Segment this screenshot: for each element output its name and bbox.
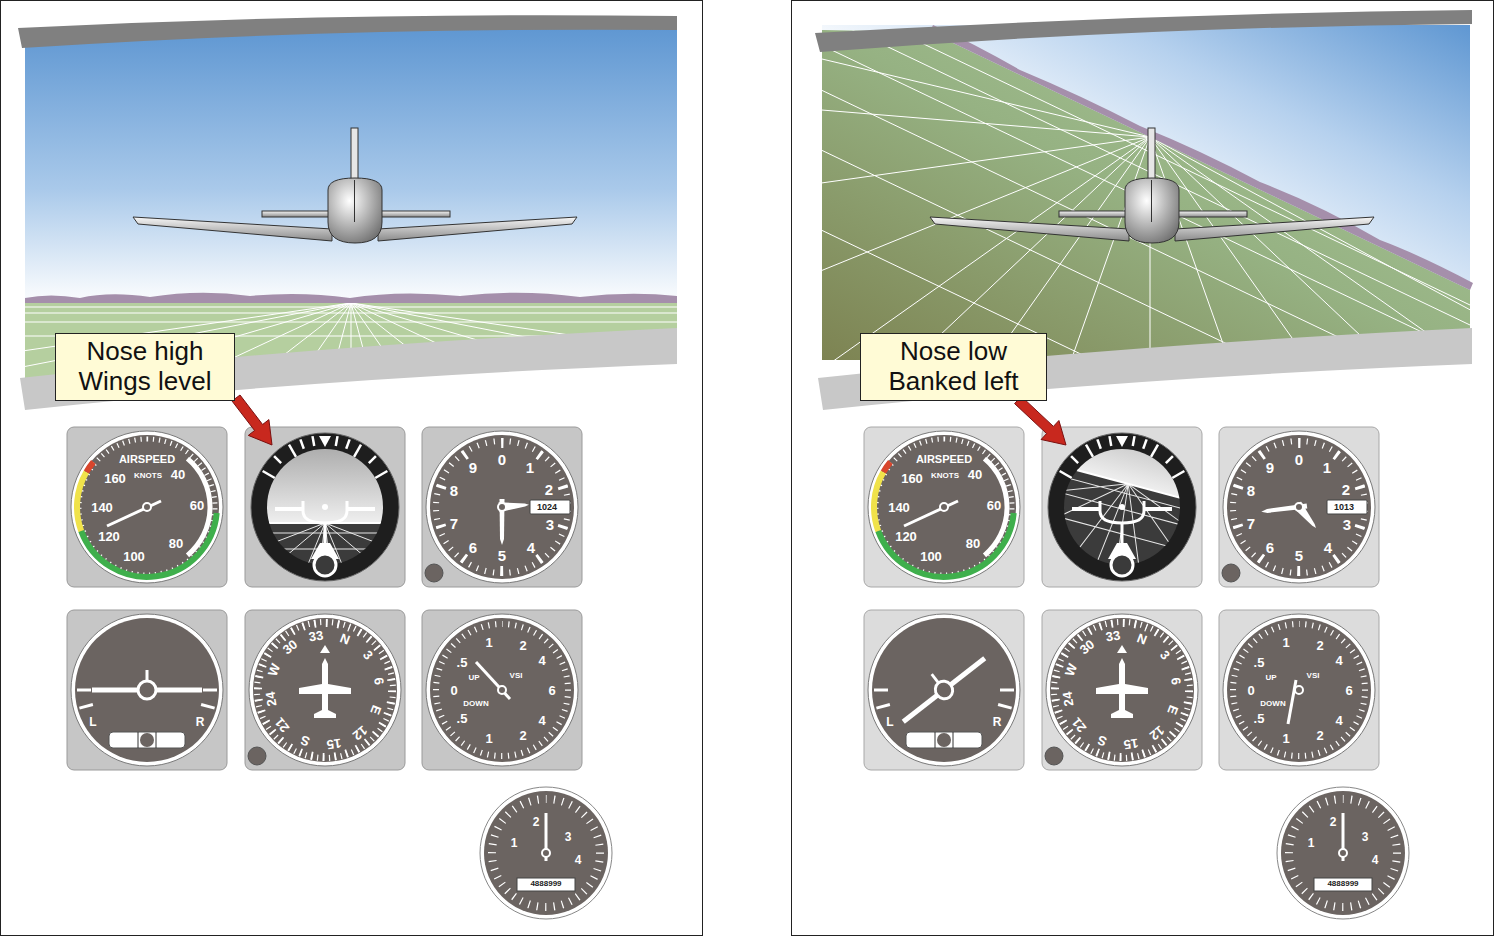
dial-numeral: 160 — [901, 472, 923, 485]
dial-numeral: 1 — [1282, 636, 1289, 649]
dial-numeral: 6 — [1345, 684, 1352, 697]
compass-card-label: 33 — [1105, 628, 1121, 643]
turn-direction-label: R — [196, 716, 205, 728]
dial-numeral: 140 — [888, 501, 910, 514]
vsi-marking: DOWN — [1260, 700, 1285, 708]
turn-direction-label: L — [89, 716, 96, 728]
vsi-marking: DOWN — [463, 700, 488, 708]
dial-numeral: 4 — [527, 540, 535, 555]
dial-numeral: 140 — [91, 501, 113, 514]
compass-card-label: 24 — [263, 690, 278, 706]
dial-numeral: 160 — [104, 472, 126, 485]
dial-numeral: 4 — [1335, 654, 1342, 667]
dial-numeral: 60 — [190, 499, 204, 512]
dial-numeral: 1 — [485, 636, 492, 649]
dial-numeral: 6 — [469, 540, 477, 555]
dial-numeral: 5 — [498, 548, 506, 563]
dial-numeral: 1 — [511, 837, 518, 849]
dial-numeral: 120 — [895, 530, 917, 543]
hour-meter-digits: 4888999 — [530, 880, 561, 888]
dial-numeral: 1 — [1308, 837, 1315, 849]
dial-numeral: 80 — [169, 537, 183, 550]
dial-numeral: 2 — [1316, 639, 1323, 652]
dial-numeral: 1 — [485, 732, 492, 745]
dial-numeral: 8 — [450, 483, 458, 498]
dial-numeral: .5 — [1254, 712, 1265, 725]
callout-text: Nose low Banked left — [871, 337, 1036, 397]
dial-numeral: 6 — [1266, 540, 1274, 555]
callout-box: Nose low Banked left — [860, 333, 1047, 401]
dial-numeral: 100 — [123, 550, 145, 563]
compass-card-label: 15 — [1122, 737, 1138, 752]
dial-numeral: 2 — [1330, 816, 1337, 828]
dial-numeral: 4 — [1335, 714, 1342, 727]
dial-numeral: 0 — [1295, 452, 1303, 467]
dial-numeral: .5 — [457, 656, 468, 669]
dial-numeral: 8 — [1247, 483, 1255, 498]
dial-numeral: 2 — [519, 639, 526, 652]
turn-direction-label: L — [886, 716, 893, 728]
dial-numeral: 7 — [1247, 516, 1255, 531]
instrument-name: AIRSPEED — [916, 454, 972, 465]
dial-numeral: 80 — [966, 537, 980, 550]
dial-numeral: 3 — [546, 517, 554, 532]
dial-numeral: 4 — [538, 714, 545, 727]
dial-numeral: 2 — [545, 482, 553, 497]
dial-numeral: .5 — [457, 712, 468, 725]
dial-numeral: 9 — [469, 460, 477, 475]
dial-numeral: 1 — [1323, 460, 1331, 475]
dial-numeral: 9 — [1266, 460, 1274, 475]
dial-numeral: 1 — [1282, 732, 1289, 745]
dial-numeral: 4 — [575, 854, 582, 866]
dial-numeral: 120 — [98, 530, 120, 543]
vsi-marking: UP — [1265, 674, 1276, 682]
dial-numeral: 100 — [920, 550, 942, 563]
compass-card-label: 15 — [325, 737, 341, 752]
dial-numeral: 6 — [548, 684, 555, 697]
vsi-marking: VSI — [510, 672, 523, 680]
turn-direction-label: R — [993, 716, 1002, 728]
dial-numeral: 4 — [538, 654, 545, 667]
dial-numeral: 2 — [533, 816, 540, 828]
dial-numeral: 4 — [1372, 854, 1379, 866]
unit-label: KNOTS — [931, 472, 959, 480]
baro-setting: 1024 — [537, 503, 557, 512]
dial-numeral: 3 — [1343, 517, 1351, 532]
unit-label: KNOTS — [134, 472, 162, 480]
dial-numeral: 2 — [1342, 482, 1350, 497]
dial-numeral: 40 — [171, 468, 185, 481]
instrument-name: AIRSPEED — [119, 454, 175, 465]
callout-text: Nose high Wings level — [66, 337, 224, 397]
dial-numeral: 60 — [987, 499, 1001, 512]
dial-numeral: 5 — [1295, 548, 1303, 563]
dial-numeral: 0 — [498, 452, 506, 467]
hour-meter-digits: 4888999 — [1327, 880, 1358, 888]
vsi-marking: VSI — [1307, 672, 1320, 680]
dial-numeral: 2 — [1316, 729, 1323, 742]
dial-numeral: 3 — [1362, 831, 1369, 843]
compass-card-label: 33 — [308, 628, 324, 643]
callout-box: Nose high Wings level — [55, 333, 235, 401]
baro-setting: 1013 — [1334, 503, 1354, 512]
dial-numeral: 40 — [968, 468, 982, 481]
dial-numeral: 0 — [450, 684, 457, 697]
vsi-marking: UP — [468, 674, 479, 682]
dial-numeral: 4 — [1324, 540, 1332, 555]
dial-numeral: 1 — [526, 460, 534, 475]
dial-numeral: 2 — [519, 729, 526, 742]
dial-numeral: .5 — [1254, 656, 1265, 669]
compass-card-label: 24 — [1060, 690, 1075, 706]
dial-numeral: 0 — [1247, 684, 1254, 697]
dial-numeral: 3 — [565, 831, 572, 843]
dial-numeral: 7 — [450, 516, 458, 531]
